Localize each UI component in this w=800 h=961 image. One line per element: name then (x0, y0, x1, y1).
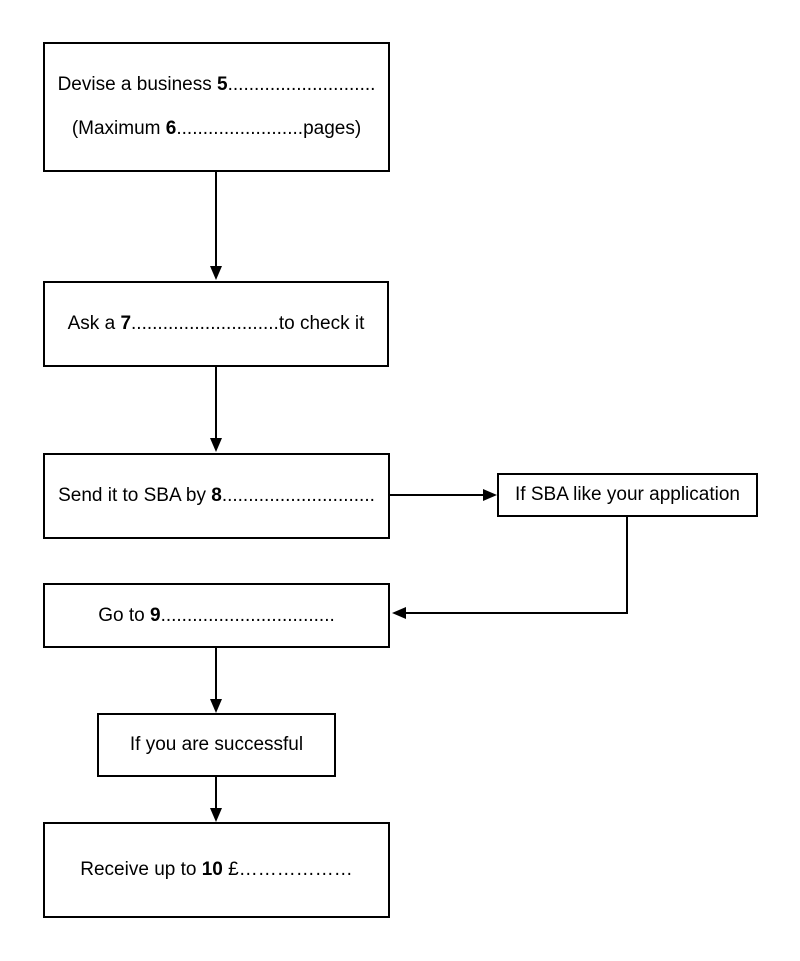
question-number-8: 8 (211, 485, 222, 507)
question-number-6: 6 (165, 118, 177, 139)
answer-blank-8-dots: ............................. (221, 485, 375, 507)
flow-box-condition-successful: If you are successful (97, 713, 336, 777)
text-prefix: Devise a business (57, 74, 218, 96)
condition-sba-label: If SBA like your application (515, 484, 740, 506)
answer-blank-10-dots: £……………… (222, 859, 353, 881)
arrow-condition-to-goto (392, 517, 628, 619)
text-suffix: pages) (303, 118, 362, 139)
text-prefix: Receive up to (80, 859, 202, 881)
plan-line-1: Devise a business 5.....................… (58, 74, 376, 96)
text-prefix: Send it to SBA by (58, 485, 212, 507)
flow-box-receive-amount: Receive up to 10 £……………… (43, 822, 390, 918)
question-number-9: 9 (149, 604, 161, 626)
flow-box-business-plan: Devise a business 5.....................… (43, 42, 390, 172)
answer-blank-9-dots: ................................. (160, 604, 335, 626)
flow-box-go-to: Go to 9................................. (43, 583, 390, 648)
question-number-5: 5 (217, 74, 228, 96)
receive-line: Receive up to 10 £……………… (80, 859, 352, 881)
flow-box-ask-to-check: Ask a 7............................to ch… (43, 281, 389, 367)
answer-blank-7-dots: ............................ (131, 313, 279, 335)
text-prefix: Go to (98, 604, 150, 626)
plan-line-2: (Maximum 6........................pages) (72, 118, 361, 140)
answer-blank-6-dots: ........................ (176, 118, 304, 139)
question-number-10: 10 (201, 859, 223, 881)
question-number-7: 7 (120, 313, 132, 335)
text-prefix: Ask a (67, 313, 121, 335)
flow-box-send-to-sba: Send it to SBA by 8.....................… (43, 453, 390, 539)
goto-line: Go to 9................................. (98, 605, 335, 627)
flow-box-condition-sba-likes: If SBA like your application (497, 473, 758, 517)
condition-success-label: If you are successful (129, 734, 304, 756)
check-line: Ask a 7............................to ch… (68, 313, 365, 335)
text-suffix: to check it (278, 313, 365, 335)
send-line: Send it to SBA by 8.....................… (58, 485, 375, 507)
answer-blank-5-dots: ............................ (227, 74, 376, 96)
text-prefix: (Maximum (71, 118, 166, 139)
